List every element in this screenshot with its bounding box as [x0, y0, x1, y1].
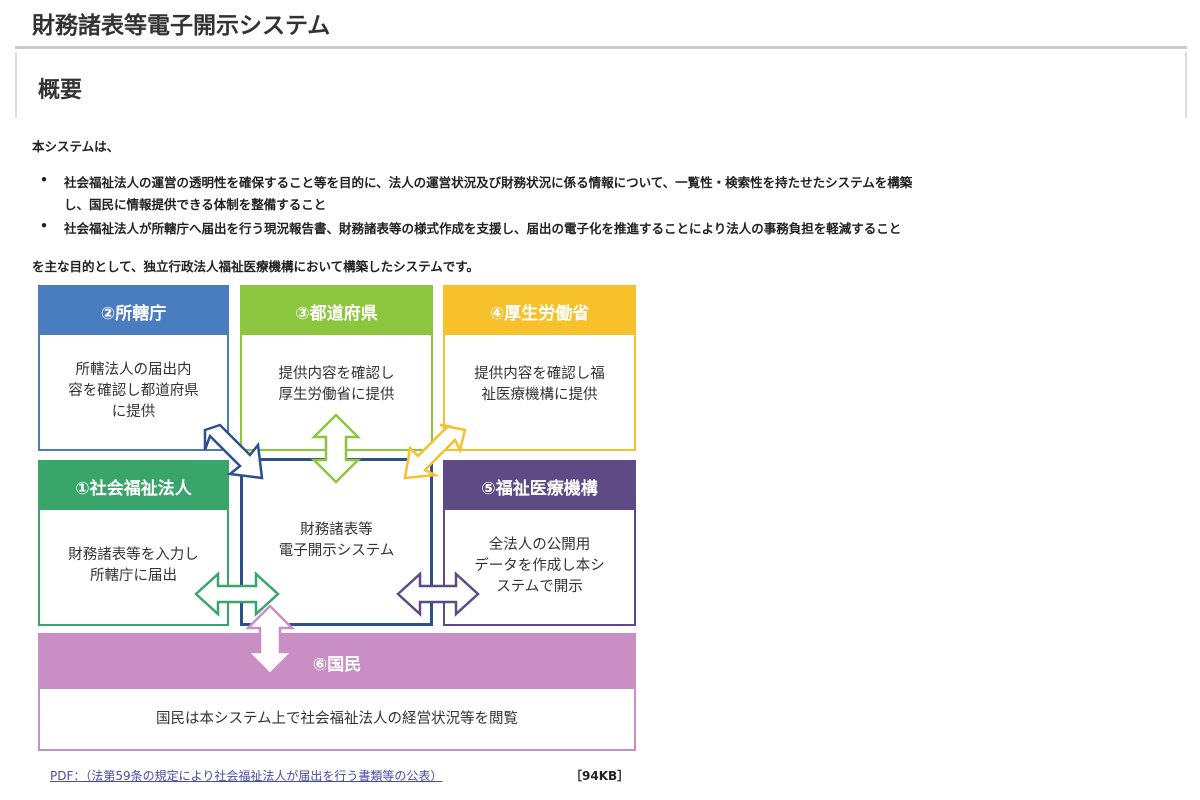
pdf-link[interactable]: PDF：（法第59条の規定により社会福祉法人が届出を行う書類等の公表）	[50, 769, 443, 783]
box-body: 財務諸表等を入力し 所轄庁に届出	[68, 547, 199, 584]
arrow-icon	[244, 604, 296, 676]
arrow-icon	[310, 413, 362, 484]
bullet-1-cont: し、国民に情報提供できる体制を整備すること	[64, 197, 327, 212]
box-body: 財務諸表等 電子開示システム	[278, 522, 395, 559]
box-body: 提供内容を確認し 厚生労働省に提供	[278, 366, 395, 403]
box-body: 国民は本システム上で社会福祉法人の経営状況等を閲覧	[155, 710, 519, 727]
box-header: ②所轄庁	[40, 287, 227, 335]
box-todofuken: ③都道府県提供内容を確認し 厚生労働省に提供	[240, 285, 433, 451]
box-body: 所轄法人の届出内 容を確認し都道府県 に提供	[68, 361, 199, 420]
box-shokatsucho: ②所轄庁所轄法人の届出内 容を確認し都道府県 に提供	[38, 285, 229, 451]
bullet-2: 社会福祉法人が所轄庁へ届出を行う現況報告書、財務諸表等の様式作成を支援し、届出の…	[64, 221, 902, 236]
outro-text: を主な目的として、独立行政法人福祉医療機構において構築したシステムです。	[32, 259, 480, 274]
box-header: ⑥国民	[40, 635, 634, 689]
box-body: 全法人の公開用 データを作成し本シ ステムで開示	[474, 536, 605, 595]
file-size: ［94KB］	[570, 769, 630, 783]
intro-text: 本システムは、	[32, 139, 120, 154]
box-header: ⑤福祉医療機構	[445, 462, 634, 510]
arrow-icon	[396, 571, 480, 617]
box-shakai-fukushi-hojin: ①社会福祉法人財務諸表等を入力し 所轄庁に届出	[38, 460, 229, 626]
bullet-dot: •	[40, 218, 48, 233]
bullet-dot: •	[40, 172, 48, 187]
box-header: ④厚生労働省	[445, 287, 634, 335]
arrow-icon	[203, 423, 264, 480]
page-title: 財務諸表等電子開示システム	[32, 13, 331, 39]
divider	[15, 46, 1187, 49]
box-header: ③都道府県	[242, 287, 431, 335]
arrow-icon	[403, 423, 467, 480]
box-mhlw: ④厚生労働省提供内容を確認し福 祉医療機構に提供	[443, 285, 636, 451]
arrow-icon	[194, 571, 280, 617]
box-header: ①社会福祉法人	[40, 462, 227, 510]
box-body: 提供内容を確認し福 祉医療機構に提供	[474, 366, 605, 403]
box-wam: ⑤福祉医療機構全法人の公開用 データを作成し本シ ステムで開示	[443, 460, 636, 626]
section-frame	[15, 52, 1187, 118]
box-kokumin: ⑥国民国民は本システム上で社会福祉法人の経営状況等を閲覧	[38, 633, 636, 751]
bullet-1: 社会福祉法人の運営の透明性を確保すること等を目的に、法人の運営状況及び財務状況に…	[64, 175, 913, 190]
section-title: 概要	[38, 78, 83, 103]
